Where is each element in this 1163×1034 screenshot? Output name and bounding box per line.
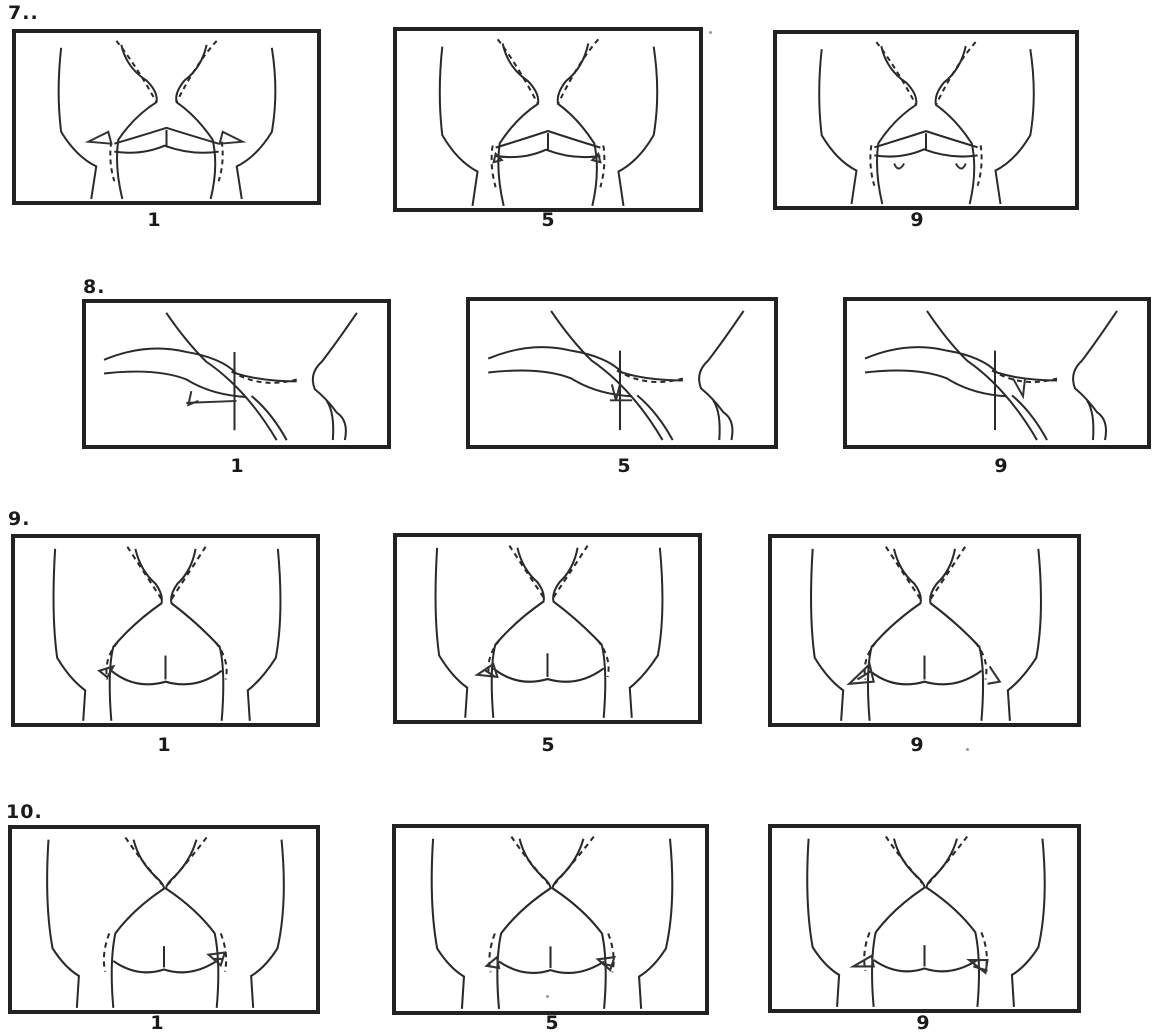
scan-speck: [546, 995, 549, 998]
rear-view-panel-9-score-9: [768, 534, 1081, 727]
score-label-9-9: 9: [897, 734, 937, 756]
score-label-10-1: 1: [137, 1012, 177, 1034]
rear-udder-drawing: [12, 829, 316, 1010]
scan-speck: [966, 748, 969, 751]
rear-view-panel-7-score-1: [12, 29, 321, 205]
rear-udder-drawing: [16, 33, 317, 201]
section-label-8: 8.: [83, 276, 105, 298]
rear-udder-drawing: [396, 828, 705, 1011]
rear-udder-drawing: [772, 828, 1077, 1009]
score-label-10-5: 5: [532, 1012, 572, 1034]
rear-udder-drawing: [397, 537, 698, 720]
side-udder-drawing: [86, 303, 387, 445]
score-label-7-1: 1: [134, 209, 174, 231]
rear-view-panel-7-score-9: [773, 30, 1079, 210]
score-label-7-9: 9: [897, 209, 937, 231]
section-label-9: 9.: [8, 508, 30, 530]
score-label-10-9: 9: [903, 1012, 943, 1034]
score-label-9-5: 5: [528, 734, 568, 756]
rear-udder-drawing: [772, 538, 1077, 723]
score-label-7-5: 5: [528, 209, 568, 231]
side-view-panel-8-score-5: [466, 297, 778, 449]
rear-view-panel-10-score-9: [768, 824, 1081, 1013]
rear-view-panel-7-score-5: [393, 27, 703, 212]
score-label-8-9: 9: [981, 455, 1021, 477]
rear-udder-drawing: [397, 31, 699, 208]
section-label-7: 7..: [8, 2, 39, 24]
rear-view-panel-10-score-1: [8, 825, 320, 1014]
scan-speck: [709, 31, 712, 34]
rear-view-panel-10-score-5: [392, 824, 709, 1015]
side-udder-drawing: [470, 301, 774, 445]
rear-udder-drawing: [15, 538, 316, 723]
rear-view-panel-9-score-5: [393, 533, 702, 724]
side-udder-drawing: [847, 301, 1147, 445]
score-label-9-1: 1: [144, 734, 184, 756]
score-label-8-1: 1: [217, 455, 257, 477]
rear-udder-drawing: [777, 34, 1075, 206]
side-view-panel-8-score-9: [843, 297, 1151, 449]
section-label-10: 10.: [6, 801, 43, 823]
side-view-panel-8-score-1: [82, 299, 391, 449]
score-label-8-5: 5: [604, 455, 644, 477]
rear-view-panel-9-score-1: [11, 534, 320, 727]
